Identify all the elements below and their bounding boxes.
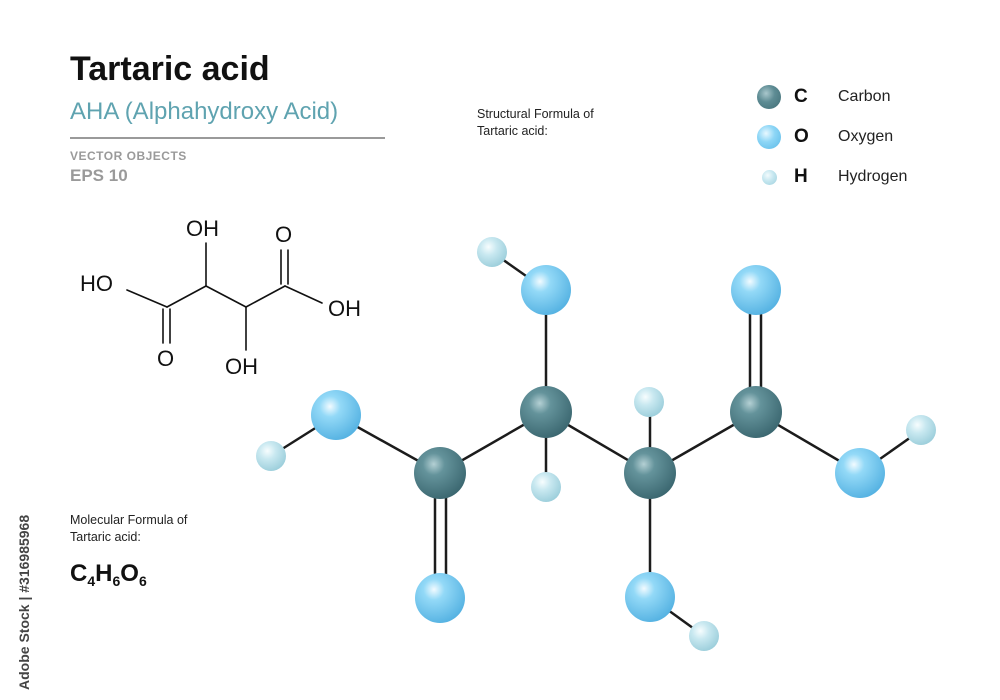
page-title: Tartaric acid	[70, 50, 270, 88]
oxygen-atom	[835, 448, 885, 498]
formula-o-count: 6	[138, 573, 147, 589]
hydrogen-atom	[256, 441, 286, 471]
structural-label-line1: Structural Formula of	[477, 107, 594, 121]
legend-name: Hydrogen	[838, 168, 908, 185]
formula-c: C	[70, 560, 88, 587]
carbon-ball-icon	[757, 85, 781, 109]
oxygen-atom	[731, 265, 781, 315]
skeletal-label-o-top-right: O	[275, 222, 292, 247]
skeletal-formula: OH HO O OH O OH	[80, 216, 361, 379]
legend-symbol: C	[794, 86, 808, 107]
formula-o: O	[120, 560, 139, 587]
carbon-atom	[520, 386, 572, 438]
skeletal-label-o-bottom-left: O	[157, 346, 174, 371]
bond	[126, 289, 168, 308]
oxygen-atom	[415, 573, 465, 623]
legend-row-hydrogen: H Hydrogen	[752, 162, 952, 192]
oxygen-atom	[521, 265, 571, 315]
legend-symbol: H	[794, 166, 808, 187]
watermark-text: Adobe Stock | #316985968	[16, 514, 32, 690]
skeletal-label-oh-bottom: OH	[225, 354, 258, 379]
bond	[166, 285, 207, 308]
hydrogen-atom	[634, 387, 664, 417]
molecular-label-line1: Molecular Formula of	[70, 513, 188, 527]
vector-objects-label: VECTOR OBJECTS	[70, 149, 187, 163]
structural-formula-label: Structural Formula of Tartaric acid:	[477, 106, 637, 140]
skeletal-label-oh-top: OH	[186, 216, 219, 241]
eps-label: EPS 10	[70, 166, 128, 185]
formula-h-count: 6	[112, 573, 121, 589]
page-subtitle: AHA (Alphahydroxy Acid)	[70, 98, 339, 125]
molecular-formula: C4H6O6	[70, 560, 147, 589]
bond	[284, 285, 323, 304]
oxygen-ball-icon	[757, 125, 781, 149]
stock-watermark: Adobe Stock | #316985968	[14, 460, 34, 690]
ball-and-stick-model	[256, 237, 936, 651]
hydrogen-atom	[906, 415, 936, 445]
hydrogen-atom	[689, 621, 719, 651]
hydrogen-atom	[531, 472, 561, 502]
oxygen-atom	[311, 390, 361, 440]
skeletal-label-ho-left: HO	[80, 271, 113, 296]
oxygen-atom	[625, 572, 675, 622]
hydrogen-ball-icon	[762, 170, 777, 185]
skeletal-label-oh-right: OH	[328, 296, 361, 321]
formula-c-count: 4	[87, 573, 96, 589]
legend-row-oxygen: O Oxygen	[752, 122, 952, 152]
hydrogen-atom	[477, 237, 507, 267]
carbon-atom	[730, 386, 782, 438]
legend-row-carbon: C Carbon	[752, 82, 952, 112]
molecular-formula-label: Molecular Formula of Tartaric acid:	[70, 512, 230, 546]
formula-h: H	[95, 560, 113, 587]
title-divider	[70, 137, 385, 139]
legend-symbol: O	[794, 126, 809, 147]
legend-name: Oxygen	[838, 128, 894, 145]
bond	[205, 285, 247, 308]
structural-label-line2: Tartaric acid:	[477, 124, 548, 138]
carbon-atom	[624, 447, 676, 499]
legend-name: Carbon	[838, 88, 891, 105]
carbon-atom	[414, 447, 466, 499]
molecular-label-line2: Tartaric acid:	[70, 530, 141, 544]
bond	[245, 285, 286, 308]
